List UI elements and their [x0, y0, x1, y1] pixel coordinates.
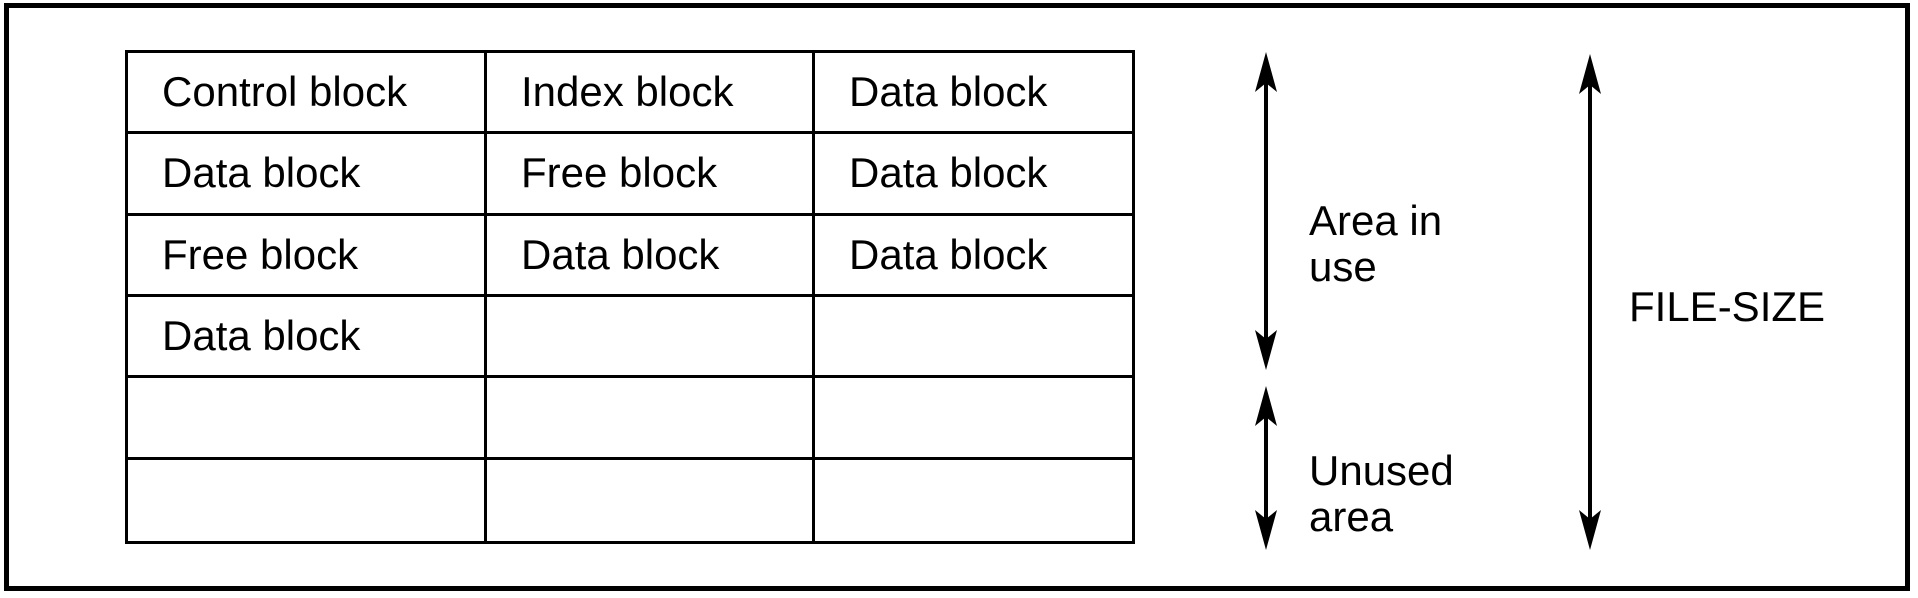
table-cell-r4c1 [487, 378, 815, 460]
table-cell-r5c2 [815, 460, 1132, 541]
file-size-label: FILE-SIZE [1629, 283, 1826, 330]
table-cell-r1c1: Free block [487, 134, 815, 216]
table-cell-r2c2: Data block [815, 216, 1132, 297]
table-cell-r5c1 [487, 459, 815, 541]
area-in-use-label: Area in use [1309, 197, 1443, 290]
file-size-double-arrow-icon [1579, 54, 1601, 550]
table-cell-r2c1: Data block [487, 215, 815, 297]
unused-area-double-arrow-icon [1255, 386, 1277, 550]
table-cell-r1c2: Data block [815, 134, 1132, 216]
table-cell-r4c0 [128, 378, 487, 460]
table-cell-r1c0: Data block [128, 134, 487, 216]
area-in-use-double-arrow-icon [1255, 52, 1277, 370]
table-cell-r0c2: Data block [815, 53, 1132, 135]
table-cell-r3c1 [487, 297, 815, 379]
table-cell-r4c2 [815, 378, 1132, 460]
blocks-table: Control block Index block Data block Dat… [125, 50, 1135, 544]
table-cell-r2c0: Free block [128, 215, 487, 297]
table-cell-r3c2 [815, 297, 1132, 379]
outer-frame [4, 3, 1910, 591]
table-cell-r3c0: Data block [128, 297, 487, 379]
table-cell-r5c0 [128, 459, 487, 541]
unused-area-label: Unused area [1309, 447, 1454, 540]
table-cell-r0c0: Control block [128, 53, 487, 135]
table-cell-r0c1: Index block [487, 53, 815, 135]
